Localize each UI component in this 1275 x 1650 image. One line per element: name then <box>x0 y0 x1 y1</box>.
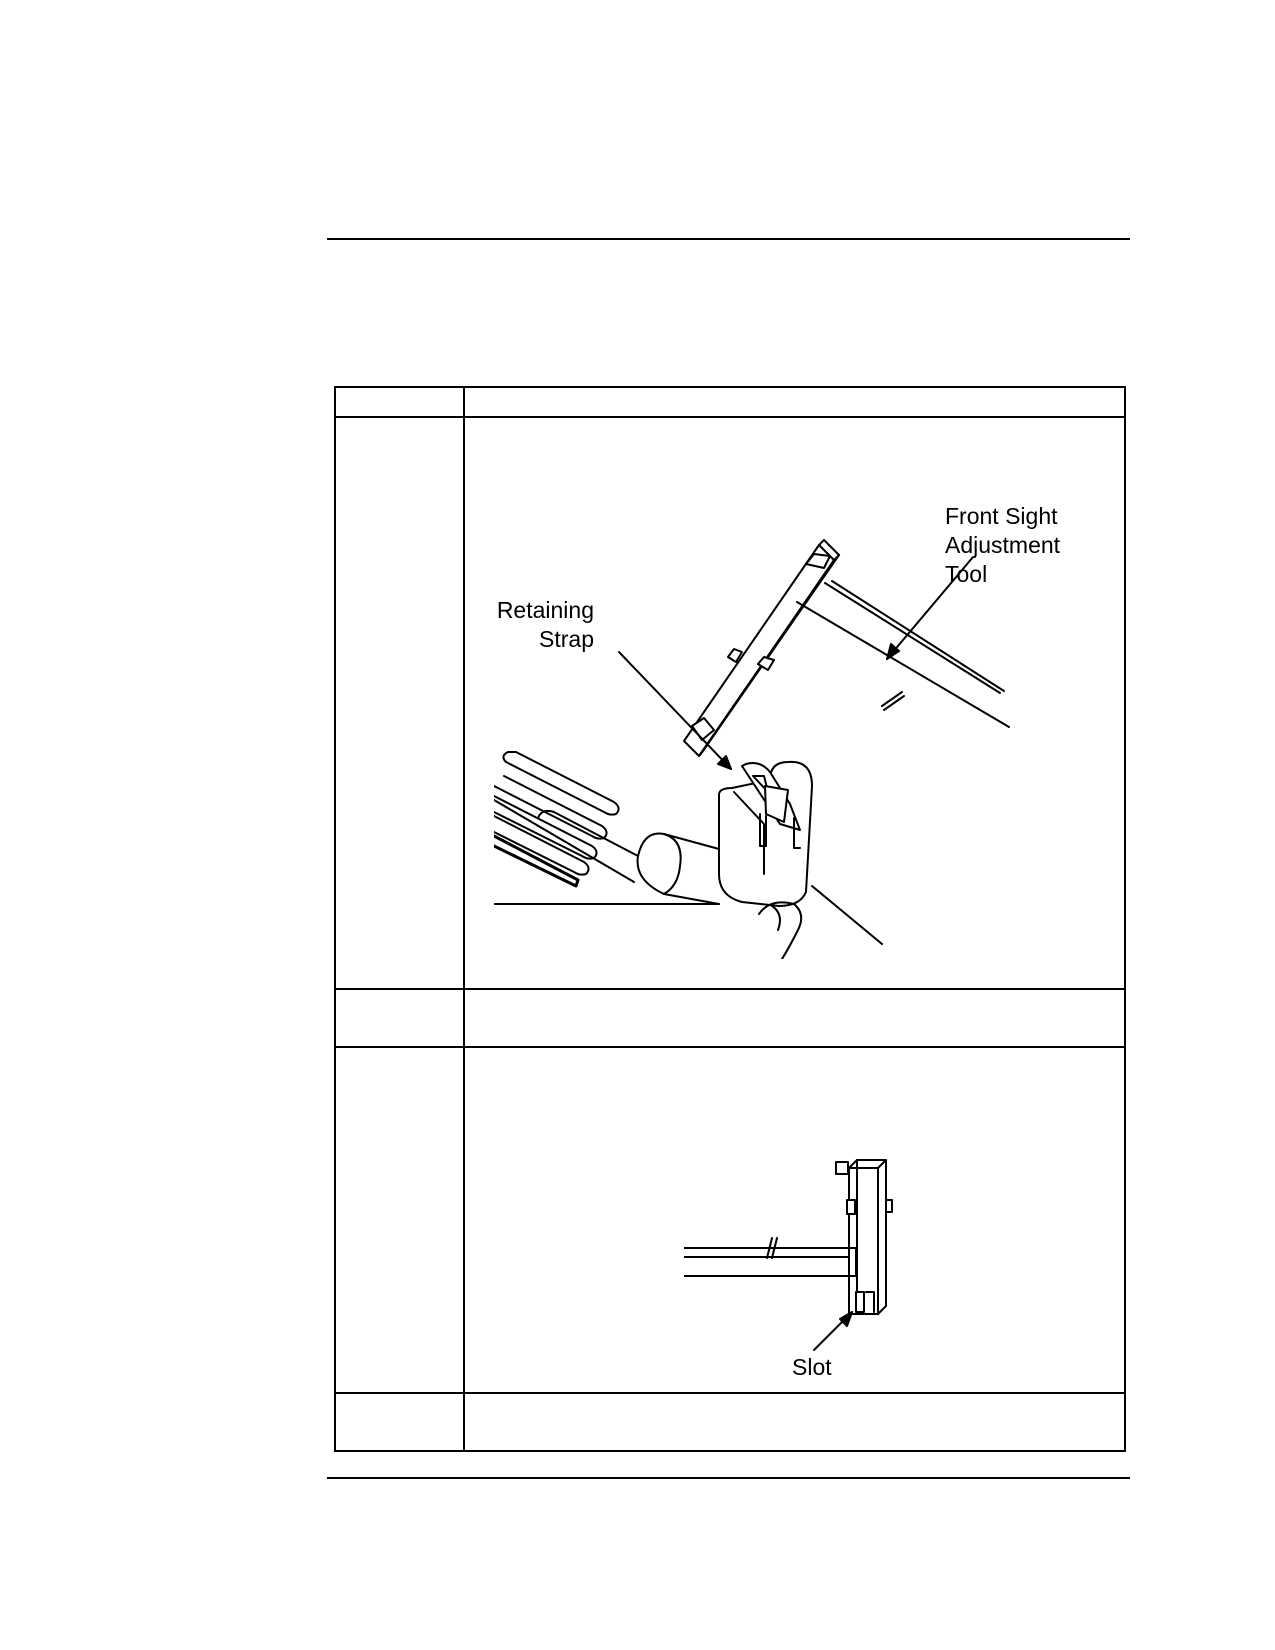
label-front-sight-tool-line3: Tool <box>945 561 987 587</box>
step-column-divider <box>463 388 465 1450</box>
footer-rule <box>327 1477 1130 1479</box>
label-retaining-strap-line2: Strap <box>539 626 594 652</box>
table-row-step-1 <box>336 418 1124 990</box>
table-row-step-3 <box>336 1048 1124 1394</box>
label-front-sight-tool-line1: Front Sight <box>945 503 1058 529</box>
figure-tool-slot: Slot <box>684 1140 894 1382</box>
label-retaining-strap-line1: Retaining <box>497 597 594 623</box>
procedure-table <box>334 386 1126 1452</box>
front-sight-illustration: Front Sight Adjustment Tool Retaining St… <box>494 503 1061 959</box>
figure-front-sight-tool: Front Sight Adjustment Tool Retaining St… <box>494 494 1100 959</box>
table-header-row <box>336 388 1124 418</box>
label-front-sight-tool-line2: Adjustment <box>945 532 1061 558</box>
label-slot: Slot <box>792 1354 832 1380</box>
tool-slot-illustration: Slot <box>684 1159 893 1380</box>
table-row-step-4 <box>336 1394 1124 1450</box>
table-row-step-2 <box>336 990 1124 1048</box>
header-rule <box>327 238 1130 240</box>
